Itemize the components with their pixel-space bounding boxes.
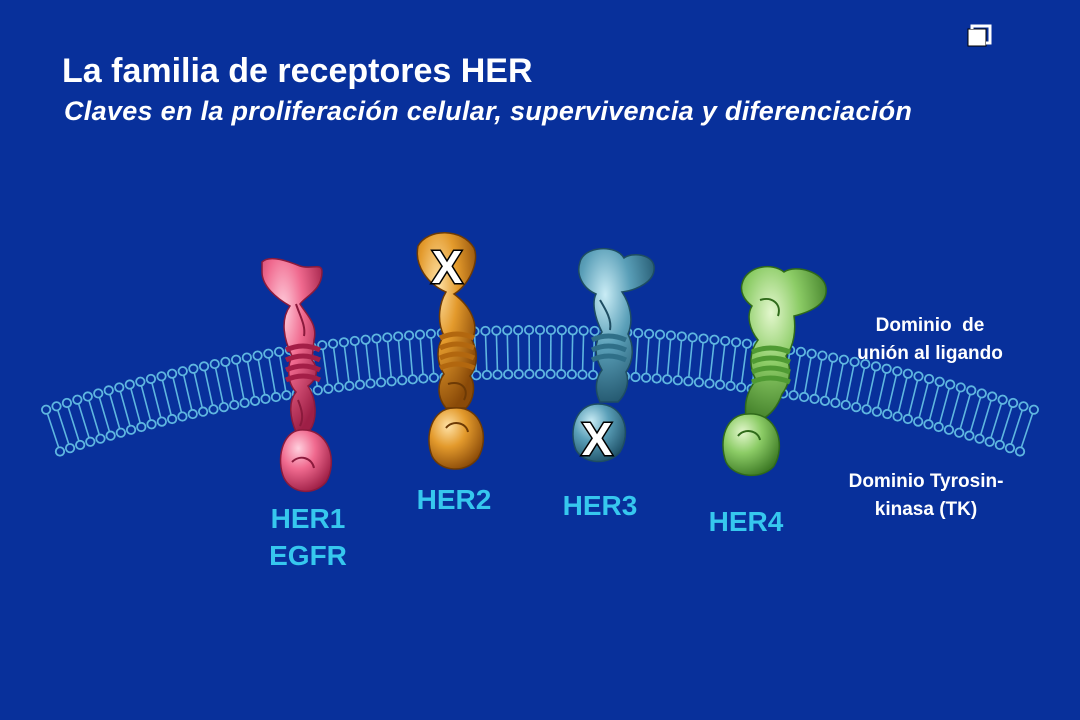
her1-label: HER1 (270, 503, 346, 534)
her4-transmembrane-helix (750, 345, 791, 385)
her3-block-mark: X (582, 413, 613, 465)
window-restore-icon[interactable] (966, 24, 992, 48)
her1-alt-label: EGFR (269, 540, 347, 571)
her3-transmembrane-helix (590, 333, 628, 363)
ligand-binding-domain-label: Dominio de unión al ligando (830, 312, 1030, 368)
receptor-her3: X (572, 247, 655, 467)
her4-kinase-domain (722, 413, 781, 477)
ligand-binding-line-2: unión al ligando (857, 343, 1003, 364)
her4-label: HER4 (708, 506, 784, 537)
receptor-her2: X (416, 232, 485, 470)
receptor-her1 (261, 257, 333, 492)
her2-transmembrane-helix (438, 331, 476, 371)
tk-line-2: kinasa (TK) (874, 499, 978, 520)
receptor-her4 (722, 265, 827, 477)
page-subtitle: Claves en la proliferación celular, supe… (64, 96, 913, 126)
her3-kinase-domain (572, 403, 627, 463)
tk-line-1: Dominio Tyrosin- (848, 471, 1004, 492)
her1-transmembrane-helix (284, 343, 322, 383)
tyrosine-kinase-domain-label: Dominio Tyrosin- kinasa (TK) (826, 468, 1026, 524)
her2-block-mark: X (432, 241, 463, 293)
her3-label: HER3 (562, 490, 638, 521)
her2-kinase-domain (428, 407, 485, 470)
her3-extracellular-domain (578, 247, 655, 403)
her1-kinase-domain (279, 429, 333, 492)
her4-extracellular-domain (740, 265, 827, 421)
her2-label: HER2 (416, 484, 492, 515)
page-title: La familia de receptores HER (62, 52, 533, 90)
ligand-binding-line-1: Dominio de (875, 315, 985, 336)
